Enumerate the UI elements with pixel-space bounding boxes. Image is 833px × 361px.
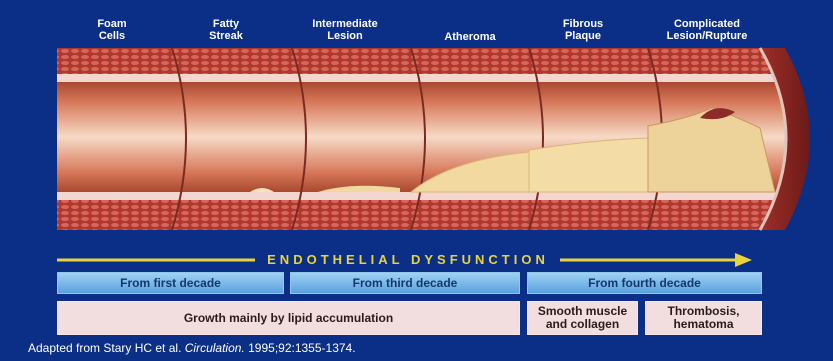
dysfunction-arrowhead xyxy=(735,253,752,267)
process-bar-thrombosis: Thrombosis, hematoma xyxy=(645,301,762,335)
decade-bar-fourth: From fourth decade xyxy=(527,272,762,294)
decade-bar-first-text: From first decade xyxy=(58,273,283,293)
endothelial-dysfunction-label: ENDOTHELIAL DYSFUNCTION xyxy=(263,252,553,267)
source-citation-details: 1995;92:1355-1374. xyxy=(248,341,355,355)
decade-bar-first: From first decade xyxy=(57,272,284,294)
decade-bar-fourth-text: From fourth decade xyxy=(528,273,761,293)
process-bar-lipid-text: Growth mainly by lipid accumulation xyxy=(58,302,519,334)
decade-bar-third-text: From third decade xyxy=(291,273,519,293)
process-bar-smooth-muscle-text: Smooth muscle and collagen xyxy=(528,302,637,334)
artery-top-intima xyxy=(57,74,785,82)
decade-bar-third: From third decade xyxy=(290,272,520,294)
process-bar-thrombosis-text: Thrombosis, hematoma xyxy=(646,302,761,334)
source-journal: Circulation. xyxy=(185,341,245,355)
artery-bottom-intima xyxy=(57,192,785,200)
process-bar-lipid: Growth mainly by lipid accumulation xyxy=(57,301,520,335)
source-citation: Adapted from Stary HC et al. Circulation… xyxy=(28,341,356,355)
source-prefix: Adapted from Stary HC et al. xyxy=(28,341,181,355)
process-bar-smooth-muscle: Smooth muscle and collagen xyxy=(527,301,638,335)
artery-bottom-wall xyxy=(57,200,785,230)
